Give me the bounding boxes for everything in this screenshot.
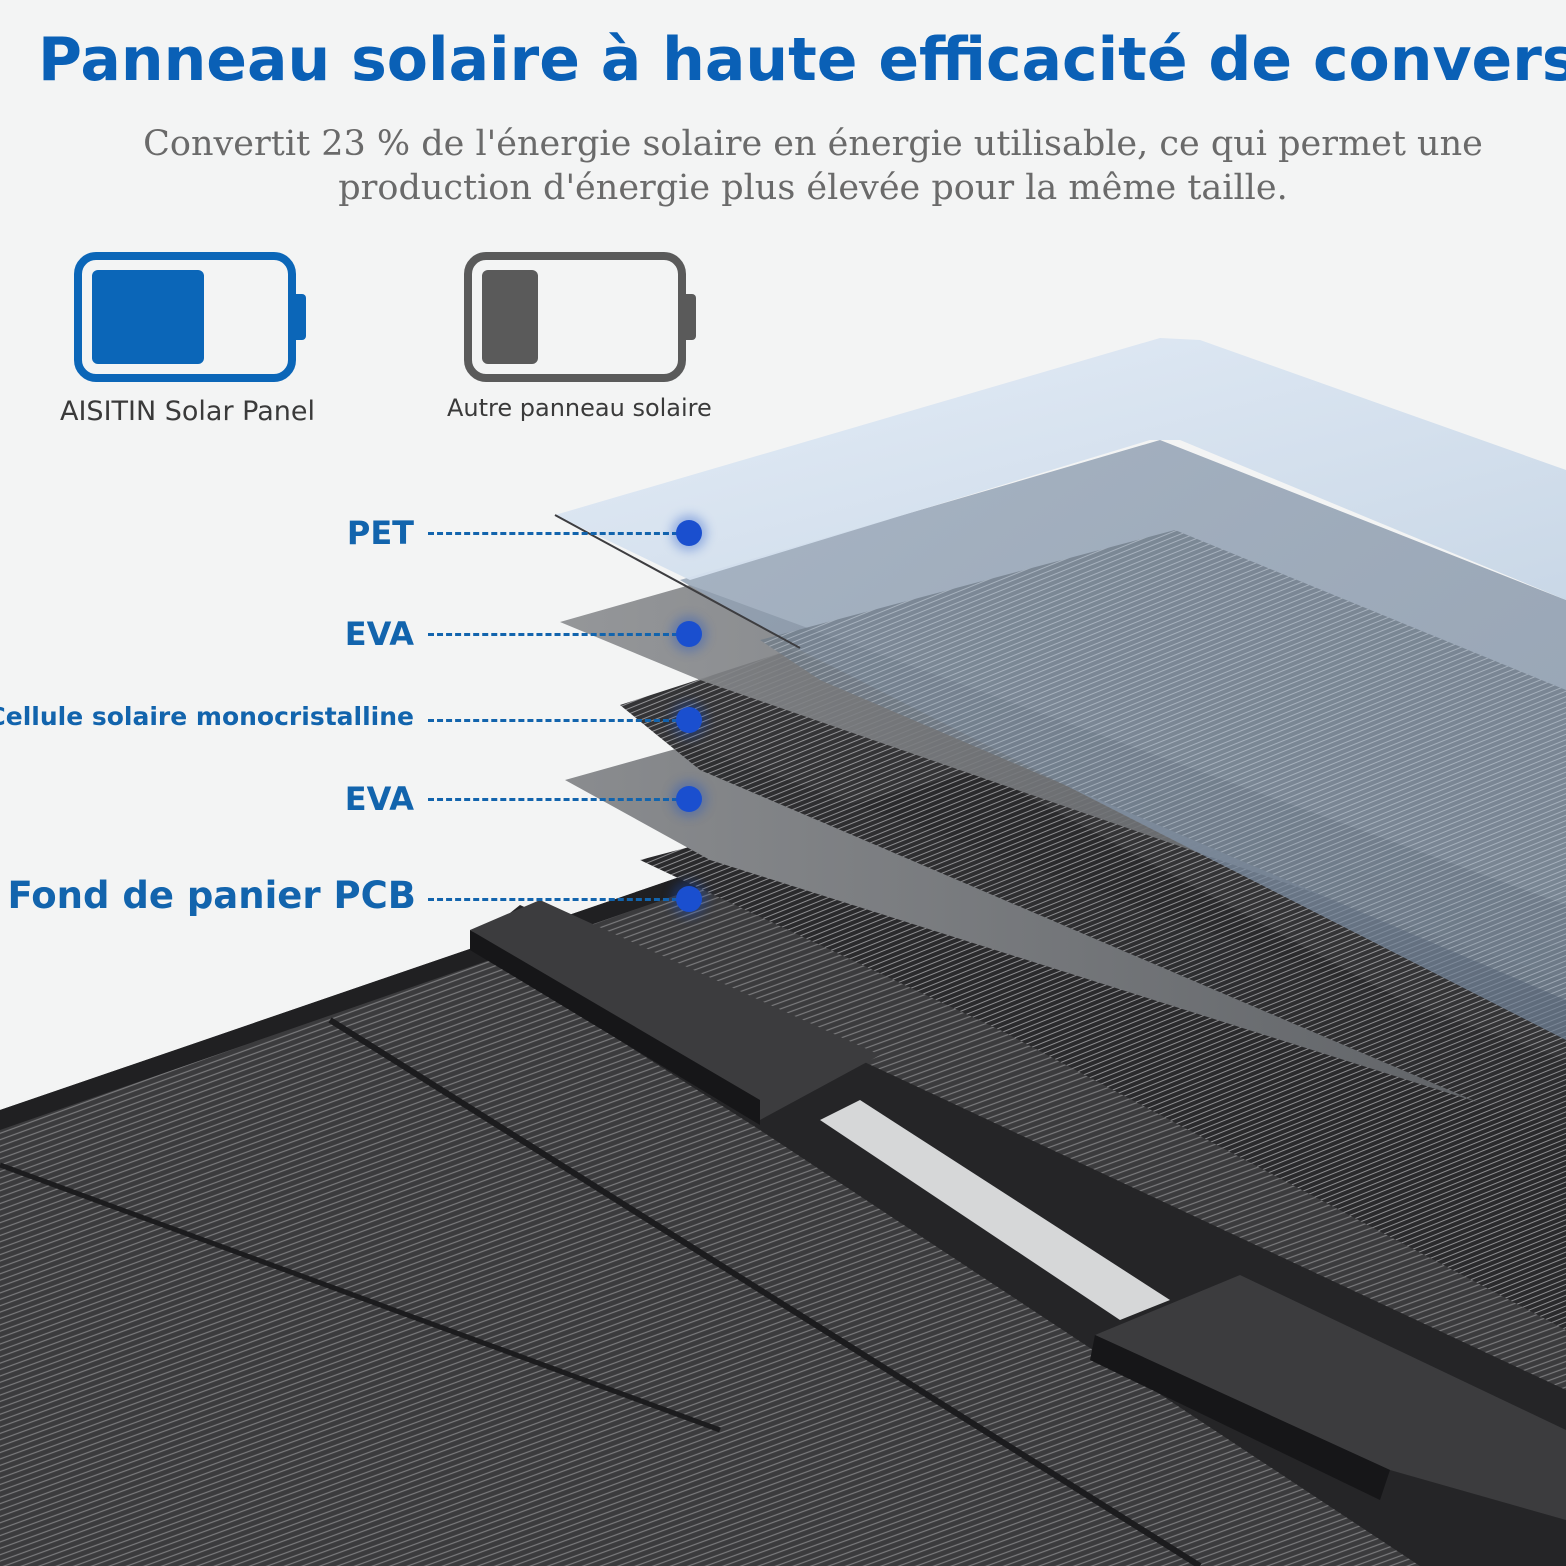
- pet-film: [555, 338, 1566, 600]
- battery-label-aisitin: AISITIN Solar Panel: [60, 396, 315, 427]
- battery-low-icon: [464, 252, 696, 382]
- layer-label-eva-lower: EVA: [344, 780, 414, 818]
- leader-line: [428, 798, 678, 801]
- page-title: Panneau solaire à haute efficacité de co…: [38, 25, 1566, 95]
- layer-marker-dot: [676, 786, 702, 812]
- layer-label-eva-upper: EVA: [344, 615, 414, 653]
- layer-marker-dot: [676, 886, 702, 912]
- layer-label-pcb: Fond de panier PCB: [7, 874, 416, 917]
- battery-label-other: Autre panneau solaire: [447, 394, 712, 422]
- layer-marker-dot: [676, 621, 702, 647]
- leader-line: [428, 633, 678, 636]
- leader-line: [428, 719, 678, 722]
- battery-high-icon: [74, 252, 306, 382]
- layer-marker-dot: [676, 520, 702, 546]
- leader-line: [428, 532, 678, 535]
- monocrystalline-sheet: [620, 650, 1566, 1140]
- layer-label-monocrystalline: Cellule solaire monocristalline: [0, 702, 414, 731]
- layer-label-pet: PET: [346, 514, 414, 552]
- eva-lower-sheet: [565, 745, 1566, 1130]
- layer-marker-dot: [676, 707, 702, 733]
- leader-line: [428, 898, 678, 901]
- page-subtitle: Convertit 23 % de l'énergie solaire en é…: [143, 124, 1483, 208]
